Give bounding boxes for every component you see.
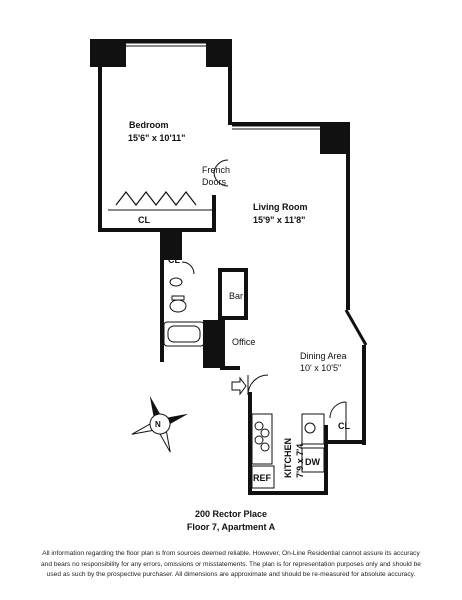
dishwasher-label: DW [305, 457, 320, 467]
living-room-size: 15'9" x 11'8" [253, 215, 306, 225]
refrigerator-label: REF [253, 473, 271, 483]
disclaimer-line-2: and bears no responsibility for any erro… [41, 560, 421, 568]
address-caption: 200 Rector Place [194, 509, 268, 519]
dining-area-label: Dining Area [300, 351, 347, 361]
closet-hall-label: CL [168, 255, 180, 265]
thin-lines [108, 42, 368, 489]
bedroom-size: 15'6" x 10'11" [128, 133, 186, 143]
kitchen-size: 7'9 x 7'4 [295, 443, 305, 478]
french-doors-label-1: French [202, 165, 231, 175]
bedroom-label: Bedroom [129, 120, 169, 130]
disclaimer-line-1: All information regarding the floor plan… [42, 550, 420, 557]
bar-label: Bar [229, 291, 244, 301]
dining-area-size: 10' x 10'5" [300, 363, 342, 373]
kitchen-label: KITCHEN [283, 438, 293, 478]
compass-rose-icon [131, 395, 189, 453]
office-label: Office [232, 337, 256, 347]
closet-bedroom-label: CL [138, 215, 150, 225]
walls [90, 39, 366, 495]
disclaimer-line-3: used as such by the prospective purchase… [46, 571, 416, 578]
unit-caption: Floor 7, Apartment A [186, 522, 276, 532]
disclaimer-text: All information regarding the floor plan… [14, 549, 448, 581]
closet-dining-label: CL [338, 421, 350, 431]
living-room-label: Living Room [253, 202, 308, 212]
french-doors-label-2: Doors [202, 177, 227, 187]
compass-north-label: N [155, 420, 161, 429]
